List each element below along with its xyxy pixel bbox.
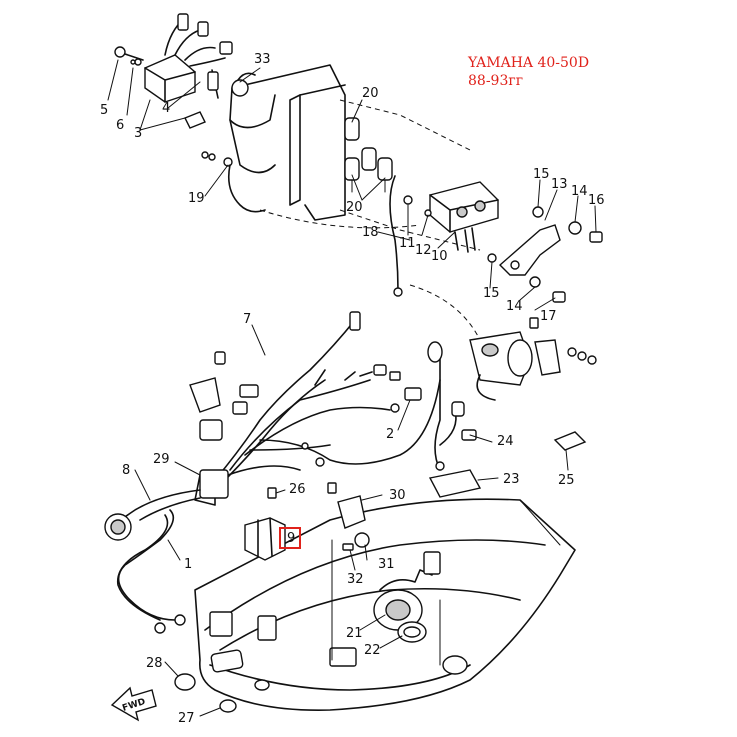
- callout-20b: 20: [346, 200, 363, 215]
- callout-13: 13: [551, 177, 568, 192]
- callout-2: 2: [386, 427, 394, 442]
- bracket-left: [209, 611, 233, 637]
- drain-plug-port: [442, 655, 468, 675]
- callout-19: 19: [188, 191, 205, 206]
- callout-15b: 15: [483, 286, 500, 301]
- callout-26: 26: [289, 482, 306, 497]
- clamp-33: [231, 79, 249, 97]
- callout-15a: 15: [533, 167, 550, 182]
- callout-20a: 20: [362, 86, 379, 101]
- callout-1: 1: [184, 557, 192, 572]
- starter-motor: [469, 331, 597, 401]
- wire-harness: [189, 311, 477, 506]
- callout-27: 27: [178, 711, 195, 726]
- bottom-cowling: [194, 498, 576, 711]
- starter-grommet: [373, 551, 441, 643]
- callout-29: 29: [153, 452, 170, 467]
- callout-31: 31: [378, 557, 395, 572]
- rectifier-assembly: [107, 13, 233, 131]
- junction-box: [389, 175, 499, 297]
- forward-arrow: FWD: [110, 686, 157, 722]
- grommets: [174, 673, 237, 713]
- callout-9: 9: [287, 531, 295, 546]
- bolt-5: [114, 46, 126, 58]
- callout-18: 18: [362, 225, 379, 240]
- leader-lines: [134, 67, 597, 717]
- bracket-mid: [257, 615, 277, 641]
- callout-12: 12: [415, 243, 432, 258]
- callout-7: 7: [243, 312, 251, 327]
- callout-17: 17: [540, 309, 557, 324]
- callout-5: 5: [100, 103, 108, 118]
- callout-4: 4: [162, 101, 170, 116]
- harness-clamp: [199, 469, 229, 499]
- bracket-center: [329, 647, 357, 667]
- callout-10: 10: [431, 249, 448, 264]
- relay-set: [344, 117, 393, 193]
- callout-11: 11: [399, 236, 416, 251]
- mount-bracket: [487, 206, 603, 329]
- callout-14b: 14: [506, 299, 523, 314]
- callout-32: 32: [347, 572, 364, 587]
- callout-24: 24: [497, 434, 514, 449]
- model-title: YAMAHA 40-50D: [467, 55, 589, 71]
- coupler: [184, 111, 206, 129]
- lower-brackets: [244, 431, 587, 561]
- title-block: YAMAHA 40-50D 88-93гг: [467, 55, 589, 89]
- callout-6: 6: [116, 118, 124, 133]
- callout-33: 33: [254, 52, 271, 67]
- callout-23: 23: [503, 472, 520, 487]
- callout-14a: 14: [571, 184, 588, 199]
- callout-28: 28: [146, 656, 163, 671]
- callout-21: 21: [346, 626, 363, 641]
- callout-30: 30: [389, 488, 406, 503]
- callout-22: 22: [364, 643, 381, 658]
- year-range: 88-93гг: [468, 73, 523, 89]
- front-port: [210, 649, 244, 673]
- callout-3: 3: [134, 126, 142, 141]
- main-cable: [104, 489, 201, 634]
- callout-8: 8: [122, 463, 130, 478]
- highlight-box: [279, 527, 301, 549]
- callout-16: 16: [588, 193, 605, 208]
- callout-25: 25: [558, 473, 575, 488]
- callout-labels: 1 2 3 4 5 6 7 8 9 10 11 12 13 14 14 15 1…: [100, 52, 605, 726]
